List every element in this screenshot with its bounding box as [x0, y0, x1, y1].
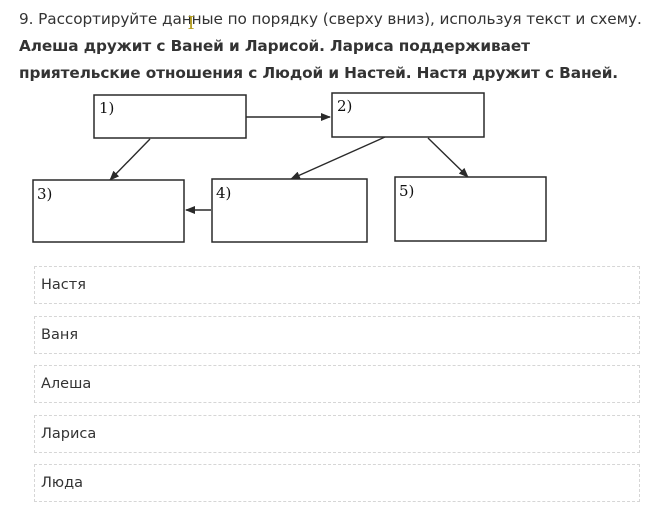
sortable-option[interactable]: Ваня [34, 315, 640, 354]
question-text: 9. Рассортируйте данные по порядку (свер… [19, 6, 644, 87]
scheme-box-2-label: 2) [337, 97, 352, 115]
arrow-1-to-3 [109, 138, 151, 181]
scheme-box-5: 5) [394, 176, 547, 242]
sortable-option[interactable]: Люда [34, 464, 640, 502]
scheme-box-4-label: 4) [216, 184, 231, 202]
option-label: Лариса [41, 425, 97, 442]
option-label: Алеша [41, 376, 92, 392]
arrow-2-to-5 [427, 137, 469, 178]
scheme-box-2: 2) [331, 92, 485, 138]
arrow-2-to-4 [290, 136, 386, 180]
option-label: Ваня [41, 326, 79, 343]
sortable-option[interactable]: Настя [34, 266, 640, 304]
scheme-box-1-label: 1) [99, 99, 114, 117]
text-cursor-icon: I [187, 13, 195, 34]
scheme-box-5-label: 5) [399, 182, 414, 200]
sortable-options-list: Настя Ваня Алеша Лариса Люда [34, 266, 640, 514]
sortable-option[interactable]: Алеша [34, 365, 640, 403]
scheme-box-4: 4) [211, 178, 368, 243]
scheme-box-1: 1) [93, 94, 247, 139]
question-condition: Алеша дружит с Ваней и Ларисой. Лариса п… [19, 37, 619, 82]
option-label: Настя [41, 277, 86, 293]
scheme-box-3: 3) [32, 179, 185, 243]
question-number: 9. [19, 10, 34, 28]
sortable-option[interactable]: Лариса [34, 414, 640, 453]
scheme-box-3-label: 3) [37, 185, 52, 203]
question-instruction: Рассортируйте данные по порядку (сверху … [38, 10, 642, 28]
relationship-scheme: 1) 2) 3) 4) 5) [32, 92, 547, 243]
option-label: Люда [41, 475, 84, 491]
